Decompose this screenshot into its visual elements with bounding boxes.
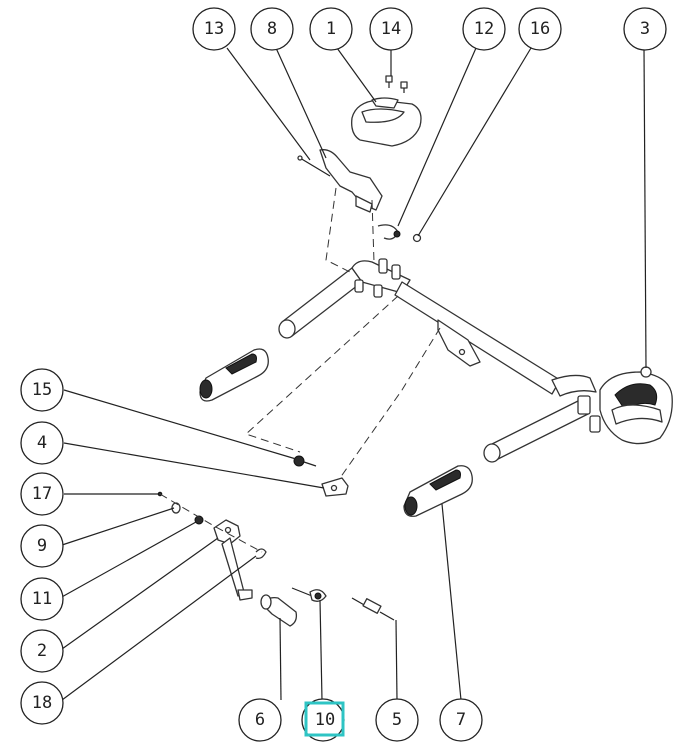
screw-14[interactable] xyxy=(385,75,408,93)
left-grip[interactable] xyxy=(199,348,269,402)
callout-17[interactable]: 17 xyxy=(20,472,64,516)
callout-8[interactable]: 8 xyxy=(250,7,294,51)
grip-7[interactable] xyxy=(403,465,473,517)
callout-4[interactable]: 4 xyxy=(20,421,64,465)
sleeve-6[interactable] xyxy=(260,594,298,627)
callout-7[interactable]: 7 xyxy=(439,698,483,742)
callout-13[interactable]: 13 xyxy=(192,7,236,51)
lever-2[interactable] xyxy=(213,519,253,601)
leader-lines xyxy=(59,47,647,701)
callout-6[interactable]: 6 xyxy=(238,698,282,742)
cable-end-5[interactable] xyxy=(351,597,395,621)
assembly-dashed-lines xyxy=(159,187,441,553)
callout-3[interactable]: 3 xyxy=(623,7,667,51)
right-control-assembly[interactable] xyxy=(577,366,673,445)
nut-11[interactable] xyxy=(194,515,204,525)
top-cover[interactable] xyxy=(351,97,422,147)
nut-16[interactable] xyxy=(412,233,422,243)
callout-12[interactable]: 12 xyxy=(462,7,506,51)
callout-11[interactable]: 11 xyxy=(20,577,64,621)
clamp-bracket[interactable] xyxy=(297,149,383,213)
callout-18[interactable]: 18 xyxy=(20,681,64,725)
callout-5[interactable]: 5 xyxy=(375,698,419,742)
callout-14[interactable]: 14 xyxy=(369,7,413,51)
knob-15[interactable] xyxy=(293,455,317,467)
spring-clip-12[interactable] xyxy=(377,224,401,240)
callout-9[interactable]: 9 xyxy=(20,524,64,568)
callout-10-highlight xyxy=(304,701,345,737)
plate-4[interactable] xyxy=(321,477,349,497)
callout-2[interactable]: 2 xyxy=(20,629,64,673)
clip-18[interactable] xyxy=(255,548,267,560)
callout-1[interactable]: 1 xyxy=(309,7,353,51)
cable-spring-10[interactable] xyxy=(291,587,327,602)
callout-16[interactable]: 16 xyxy=(518,7,562,51)
callout-15[interactable]: 15 xyxy=(20,368,64,412)
callout-10[interactable]: 10 xyxy=(301,698,345,742)
handlebar-frame[interactable] xyxy=(278,258,597,463)
